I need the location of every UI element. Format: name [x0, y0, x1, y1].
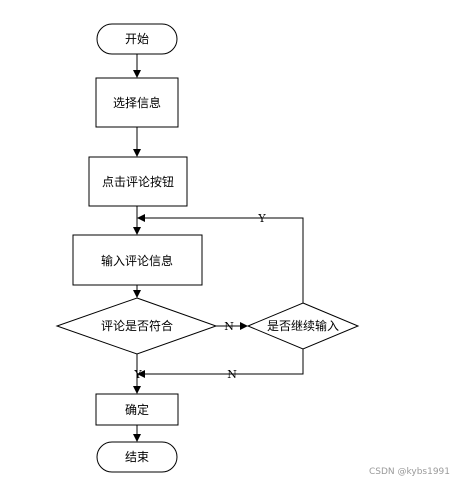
input-comment-node: 输入评论信息 — [72, 234, 203, 286]
start-label: 开始 — [125, 32, 149, 46]
comment-ok-label: 评论是否符合 — [101, 318, 173, 333]
end-node: 结束 — [96, 441, 178, 473]
continue-input-label: 是否继续输入 — [267, 318, 339, 333]
edge-continue-yes-loop — [137, 214, 304, 303]
continue-input-decision: 是否继续输入 — [246, 302, 360, 350]
edge-label-y-confirm: Y — [133, 368, 142, 381]
click-comment-node: 点击评论按钮 — [88, 156, 188, 207]
edge-label-n-decision: N — [224, 320, 234, 333]
comment-ok-decision: 评论是否符合 — [55, 297, 218, 355]
select-info-node: 选择信息 — [95, 77, 179, 128]
edge-continue-no-to-confirm — [137, 349, 304, 378]
select-info-label: 选择信息 — [113, 95, 161, 110]
click-comment-label: 点击评论按钮 — [102, 174, 174, 189]
edge-label-y-loop: Y — [257, 212, 266, 225]
start-node: 开始 — [96, 23, 178, 55]
confirm-label: 确定 — [125, 402, 149, 417]
edge-label-n-confirm: N — [227, 368, 237, 381]
watermark: CSDN @kybs1991 — [368, 467, 450, 477]
input-comment-label: 输入评论信息 — [101, 253, 173, 268]
confirm-node: 确定 — [95, 393, 179, 426]
end-label: 结束 — [125, 450, 149, 464]
